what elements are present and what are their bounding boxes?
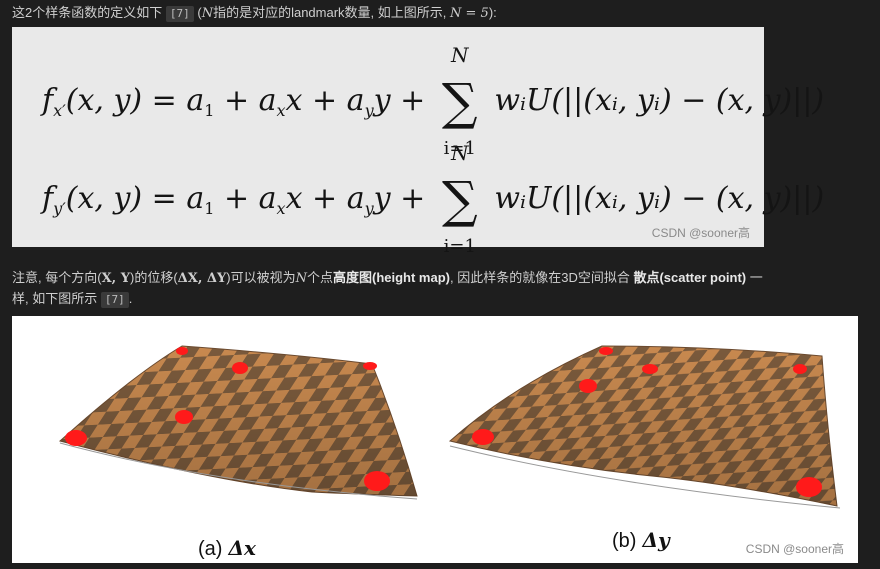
landmark-point xyxy=(232,362,248,374)
eq2-sum-bottom: i=1 xyxy=(443,236,476,257)
eq2-lhs-sub: y′ xyxy=(53,199,66,218)
equation-fx: fx′(x, y) = a1 + axx + ayy + N ∑ i=1 wᵢU… xyxy=(42,43,825,159)
p2-n: N xyxy=(295,271,307,286)
eq2-sum-symbol: ∑ xyxy=(441,171,478,229)
formula-image: fx′(x, y) = a1 + axx + ayy + N ∑ i=1 wᵢU… xyxy=(12,27,824,257)
p2-dxy: ΔX, ΔY xyxy=(177,271,227,286)
eq1-mid3: y + xyxy=(373,83,426,118)
p2-t1: 注意, 每个方向( xyxy=(12,270,102,285)
caption-a-symbol: Δx xyxy=(228,536,256,560)
eq2-sum: N ∑ i=1 xyxy=(437,141,483,257)
caption-a-label: (a) xyxy=(198,538,223,560)
intro-text: 这2个样条函数的定义如下 xyxy=(12,5,163,20)
eq2-mid2: x + a xyxy=(285,181,365,216)
p2-t7: 样, 如下图所示 xyxy=(12,291,98,306)
caption-a: (a)Δx xyxy=(198,536,256,561)
p2-height-map: 高度图(height map) xyxy=(332,270,450,285)
surface-plots xyxy=(58,345,841,509)
landmark-point xyxy=(65,430,87,446)
eq1-ay-sub: y xyxy=(364,101,374,120)
eq2-mid3: y + xyxy=(373,181,426,216)
p2-scatter-point: 散点(scatter point) xyxy=(633,270,747,285)
p2-t4: 个点 xyxy=(306,270,333,285)
caption-b-label: (b) xyxy=(612,530,637,552)
landmark-point xyxy=(579,379,597,393)
eq1-mid2: x + a xyxy=(285,83,365,118)
eq2-rhs: wᵢU(||(xᵢ, yᵢ) − (x, y)||) xyxy=(494,181,825,216)
eq2-args: (x, y) = a xyxy=(65,181,205,216)
eq1-sum-top: N xyxy=(451,43,469,67)
equation-fy: fy′(x, y) = a1 + axx + ayy + N ∑ i=1 wᵢU… xyxy=(42,141,825,257)
p2-t2: )的位移( xyxy=(129,270,178,285)
eq2-sum-top: N xyxy=(451,141,469,165)
citation-ref[interactable]: [7] xyxy=(165,6,194,22)
intro-note: 指的是对应的landmark数量, 如上图所示, xyxy=(213,5,447,20)
landmark-count-var: N xyxy=(201,6,214,21)
surface-figure: (a)Δx (b)Δy CSDN @sooner高 xyxy=(12,316,858,563)
figure-watermark: CSDN @sooner高 xyxy=(745,542,844,556)
surface-b xyxy=(448,345,841,509)
caption-b: (b)Δy xyxy=(612,528,670,553)
landmark-point xyxy=(793,364,807,374)
landmark-point xyxy=(472,429,494,445)
eq1-args: (x, y) = a xyxy=(65,83,205,118)
eq1-sum: N ∑ i=1 xyxy=(437,43,483,159)
landmark-point xyxy=(642,364,658,374)
surface-a xyxy=(58,345,418,500)
caption-b-symbol: Δy xyxy=(642,528,670,552)
eq2-lhs: f xyxy=(42,181,54,216)
eq2-mid1: + a xyxy=(214,181,277,216)
eq1-rhs: wᵢU(||(xᵢ, yᵢ) − (x, y)||) xyxy=(494,83,825,118)
landmark-point xyxy=(796,477,822,497)
eq1-mid1: + a xyxy=(214,83,277,118)
p2-t5: , 因此样条的就像在3D空间拟合 xyxy=(449,270,634,285)
eq1-a-sub: 1 xyxy=(204,101,215,120)
landmark-point xyxy=(176,347,188,355)
p2-t8: . xyxy=(128,291,133,306)
eq1-lhs-sub: x′ xyxy=(53,101,66,120)
p2-t6: 一 xyxy=(746,270,763,285)
citation-ref-2[interactable]: [7] xyxy=(100,292,129,308)
eq1-sum-bottom: i=1 xyxy=(443,138,476,159)
paren-close: ): xyxy=(488,5,497,20)
landmark-point xyxy=(175,410,193,424)
intro-paragraph: 这2个样条函数的定义如下 [7] (N指的是对应的landmark数量, 如上图… xyxy=(12,3,497,24)
eq1-lhs: f xyxy=(42,83,54,118)
landmark-count-eq: N = 5 xyxy=(450,6,489,21)
eq2-ay-sub: y xyxy=(364,199,374,218)
note-paragraph: 注意, 每个方向(X, Y)的位移(ΔX, ΔY)可以被视为N个点高度图(hei… xyxy=(12,268,872,309)
eq2-a-sub: 1 xyxy=(204,199,215,218)
eq1-ax-sub: x xyxy=(276,101,286,120)
p2-t3: )可以被视为 xyxy=(226,270,296,285)
eq2-ax-sub: x xyxy=(276,199,286,218)
eq1-sum-symbol: ∑ xyxy=(441,73,478,131)
landmark-point xyxy=(364,471,390,491)
landmark-point xyxy=(363,362,377,370)
landmark-point xyxy=(599,347,613,355)
formula-watermark: CSDN @sooner高 xyxy=(651,226,750,240)
p2-xy: X, Y xyxy=(101,271,130,286)
paren-open: ( xyxy=(197,5,202,20)
